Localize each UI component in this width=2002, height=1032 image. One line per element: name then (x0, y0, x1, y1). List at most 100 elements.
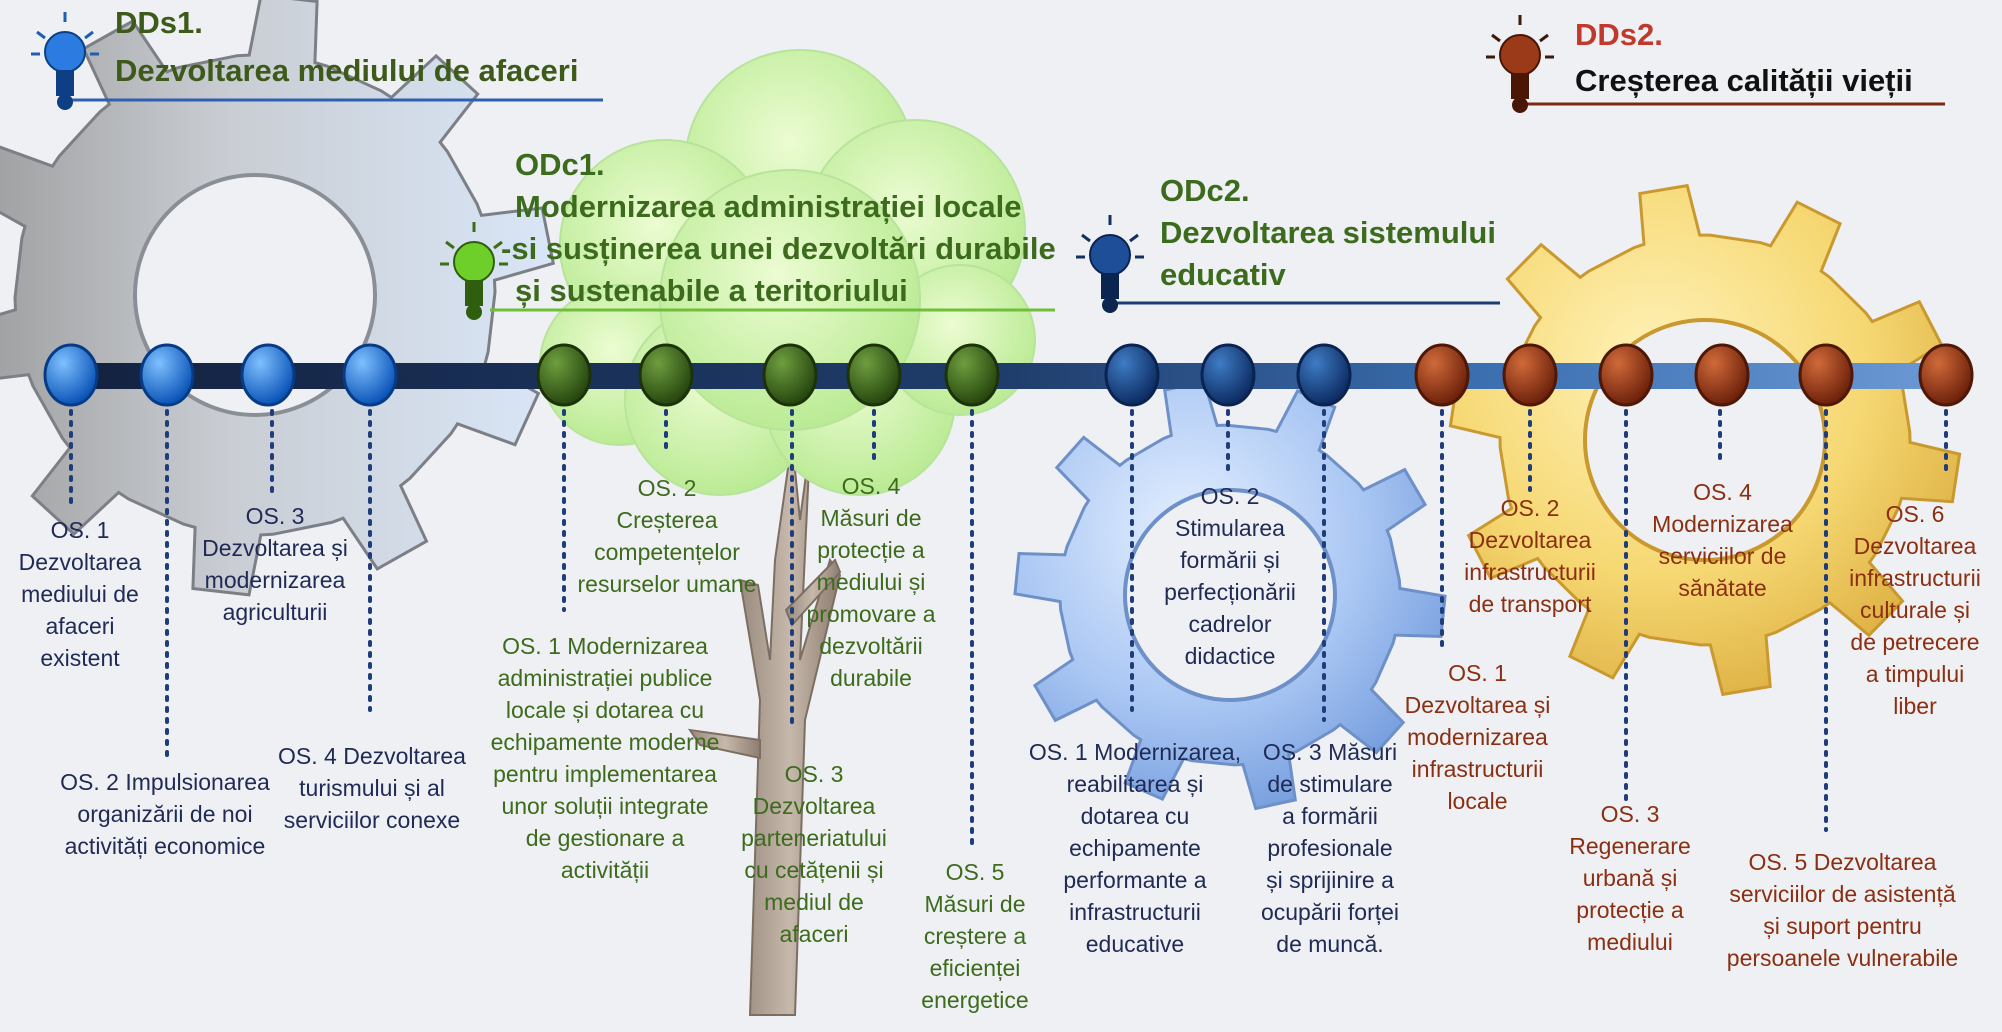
objective-line: de petrecere (1850, 629, 1980, 655)
objective-line: sănătate (1678, 575, 1767, 601)
odc2-line2: educativ (1160, 257, 1286, 292)
node-odc1-os3 (762, 343, 818, 407)
objective-line: cu cetățenii și (744, 857, 884, 883)
node-odc1-os1 (536, 343, 592, 407)
node-dds2-os5 (1798, 343, 1854, 407)
node-dds2-os1 (1414, 343, 1470, 407)
objective-line: OS. 3 (245, 503, 305, 529)
objective-line: și suport pentru (1763, 913, 1922, 939)
objective-line: promovare a (806, 601, 936, 627)
gear-blue-icon (1013, 379, 1447, 811)
objective-line: OS. 5 (945, 859, 1005, 885)
objective-line: OS. 1 Modernizarea (502, 633, 708, 659)
objective-line: OS. 2 (1200, 483, 1260, 509)
dds2-title: Creșterea calității vieții (1575, 63, 1913, 98)
objective-line: mediului (1587, 929, 1673, 955)
objective-line: OS. 1 Modernizarea, (1028, 739, 1242, 765)
node-odc2-os2 (1200, 343, 1256, 407)
objective-line: Dezvoltarea (1468, 527, 1592, 553)
node-dds1-os2 (139, 343, 195, 407)
objective-line: Dezvoltarea și (202, 535, 348, 561)
objective-line: mediului și (816, 569, 926, 595)
objective-line: dezvoltării (819, 633, 923, 659)
objective-line: Creșterea (616, 507, 718, 533)
objective-line: protecție a (817, 537, 925, 563)
objective-line: locale (1447, 788, 1508, 814)
node-dds2-os6 (1918, 343, 1974, 407)
objective-line: Stimularea (1175, 515, 1285, 541)
node-odc2-os1 (1104, 343, 1160, 407)
objective-line: infrastructurii (1849, 565, 1981, 591)
odc2-line1: Dezvoltarea sistemului (1160, 215, 1496, 250)
objective-line: cadrelor (1188, 611, 1272, 637)
objective-line: OS. 3 Măsuri (1262, 739, 1398, 765)
objective-line: OS. 2 Impulsionarea (60, 769, 270, 795)
objective-line: OS. 1 (50, 517, 110, 543)
objective-line: infrastructurii (1411, 756, 1544, 782)
objective-line: activități economice (64, 833, 266, 859)
objective-line: profesionale (1267, 835, 1393, 861)
objective-line: locale și dotarea cu (505, 697, 705, 723)
objective-line: administrației publice (497, 665, 713, 691)
objective-line: resurselor umane (577, 571, 757, 597)
node-dds1-os3 (240, 343, 296, 407)
objective-line: organizării de noi (77, 801, 253, 827)
objective-line: Dezvoltarea (752, 793, 876, 819)
objective-line: Regenerare (1569, 833, 1691, 859)
objective-line: pentru implementarea (493, 761, 717, 787)
objective-odc1-os1: OS. 1 Modernizarea administrației publice… (470, 630, 740, 886)
objective-line: Dezvoltarea și (1404, 692, 1551, 718)
dds1-code: DDs1. (115, 5, 203, 40)
odc1-line2: -si susținerea unei dezvoltări durabile (501, 231, 1056, 266)
objective-line: OS. 6 (1885, 501, 1945, 527)
dds1-title: Dezvoltarea mediului de afaceri (115, 53, 579, 88)
objective-line: a timpului (1865, 661, 1965, 687)
objective-line: echipamente moderne (490, 729, 720, 755)
objective-line: competențelor (594, 539, 740, 565)
objective-dds1-os3: OS. 3 Dezvoltarea și modernizarea agricultu… (190, 500, 360, 628)
odc1-line3: și sustenabile a teritoriului (515, 273, 908, 308)
objective-line: OS. 3 (1600, 801, 1660, 827)
node-odc2-os3 (1296, 343, 1352, 407)
objective-line: afaceri (779, 921, 849, 947)
odc2-code: ODc2. (1160, 173, 1250, 208)
node-odc1-os4 (846, 343, 902, 407)
objective-line: de transport (1468, 591, 1592, 617)
odc1-code: ODc1. (515, 147, 605, 182)
objective-line: didactice (1184, 643, 1276, 669)
objective-line: activității (560, 857, 650, 883)
objective-line: educative (1085, 931, 1185, 957)
objective-line: existent (40, 645, 120, 671)
objective-line: OS. 5 Dezvoltarea (1748, 849, 1937, 875)
objective-line: modernizarea (204, 567, 346, 593)
objective-line: Măsuri de (924, 891, 1026, 917)
objective-line: eficienței (929, 955, 1021, 981)
objective-line: de muncă. (1276, 931, 1384, 957)
objective-line: agriculturii (222, 599, 328, 625)
node-odc1-os5 (944, 343, 1000, 407)
dds2-header: DDs2. Creșterea calității vieții (1575, 14, 1913, 102)
objective-line: reabilitarea și (1066, 771, 1204, 797)
objective-line: formării și (1180, 547, 1280, 573)
objective-line: OS. 4 (1693, 479, 1752, 505)
objective-line: urbană și (1582, 865, 1678, 891)
objective-line: Dezvoltarea (18, 549, 142, 575)
objective-line: performante a (1063, 867, 1207, 893)
node-dds2-os2 (1502, 343, 1558, 407)
bulb-green-icon (440, 222, 508, 320)
objective-line: creștere a (923, 923, 1027, 949)
node-dds1-os4 (342, 343, 398, 407)
objective-line: OS. 2 (637, 475, 697, 501)
node-dds1-os1 (43, 343, 99, 407)
dds1-header: DDs1. Dezvoltarea mediului de afaceri (115, 2, 578, 92)
